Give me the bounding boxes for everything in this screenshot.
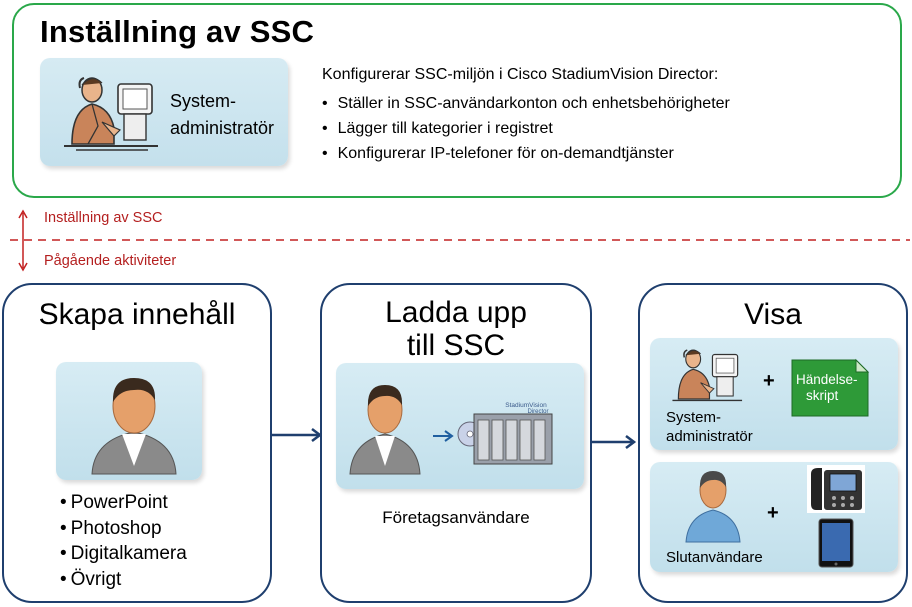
tool-list: PowerPoint Photoshop Digitalkamera Övrig… xyxy=(60,490,187,592)
view-step-title: Visa xyxy=(744,298,802,331)
role-line-1: System- xyxy=(170,91,237,111)
plus-sign: + xyxy=(767,502,779,524)
plus-sign: + xyxy=(763,370,775,392)
phase-divider xyxy=(10,209,910,272)
script-label-line-1: Händelse- xyxy=(796,372,858,387)
setup-description: Konfigurerar SSC-miljön i Cisco StadiumV… xyxy=(322,66,719,83)
setup-role-label: System- administratör xyxy=(170,88,274,142)
create-step-title: Skapa innehåll xyxy=(38,298,236,331)
role-line-2: administratör xyxy=(170,118,275,138)
setup-title: Inställning av SSC xyxy=(40,14,315,49)
upload-title-line-2: till SSC xyxy=(406,329,506,362)
script-label-line-2: skript xyxy=(806,388,839,403)
business-user-icon xyxy=(349,385,421,475)
event-script-label: Händelse- skript xyxy=(796,372,858,404)
setup-panel xyxy=(12,3,902,198)
setup-task: Konfigurerar IP-telefoner för on-demandt… xyxy=(322,141,730,166)
tool-item: PowerPoint xyxy=(60,490,187,516)
tablet-icon xyxy=(818,518,854,568)
upload-step-title: Ladda upp till SSC xyxy=(320,296,592,362)
system-admin-icon xyxy=(64,77,158,151)
phase-label-ongoing: Pågående aktiviteter xyxy=(44,253,177,269)
flow-arrows xyxy=(272,428,637,449)
user-icon xyxy=(91,378,177,475)
setup-task: Lägger till kategorier i registret xyxy=(322,116,730,141)
view-admin-line-1: System- xyxy=(666,409,722,426)
tool-item: Photoshop xyxy=(60,516,187,542)
end-user-icon xyxy=(685,471,741,543)
setup-task-list: Ställer in SSC-användarkonton och enhets… xyxy=(322,91,730,166)
server-brand-line-1: StadiumVision xyxy=(505,402,547,409)
event-script-icon xyxy=(791,358,870,417)
system-admin-icon xyxy=(672,349,743,402)
upload-title-line-1: Ladda upp xyxy=(385,296,527,329)
server-icon: StadiumVision Director xyxy=(457,402,553,465)
end-user-label: Slutanvändare xyxy=(666,549,763,566)
view-admin-line-2: administratör xyxy=(666,428,753,445)
tool-item: Digitalkamera xyxy=(60,541,187,567)
server-brand-line-2: Director xyxy=(527,409,548,415)
setup-task: Ställer in SSC-användarkonton och enhets… xyxy=(322,91,730,116)
tool-item: Övrigt xyxy=(60,567,187,593)
business-user-label: Företagsanvändare xyxy=(382,508,530,527)
view-admin-label: System- administratör xyxy=(666,408,753,446)
ip-phone-icon xyxy=(807,465,865,513)
phase-label-setup: Inställning av SSC xyxy=(44,210,163,226)
upload-arrow-icon xyxy=(433,430,454,442)
